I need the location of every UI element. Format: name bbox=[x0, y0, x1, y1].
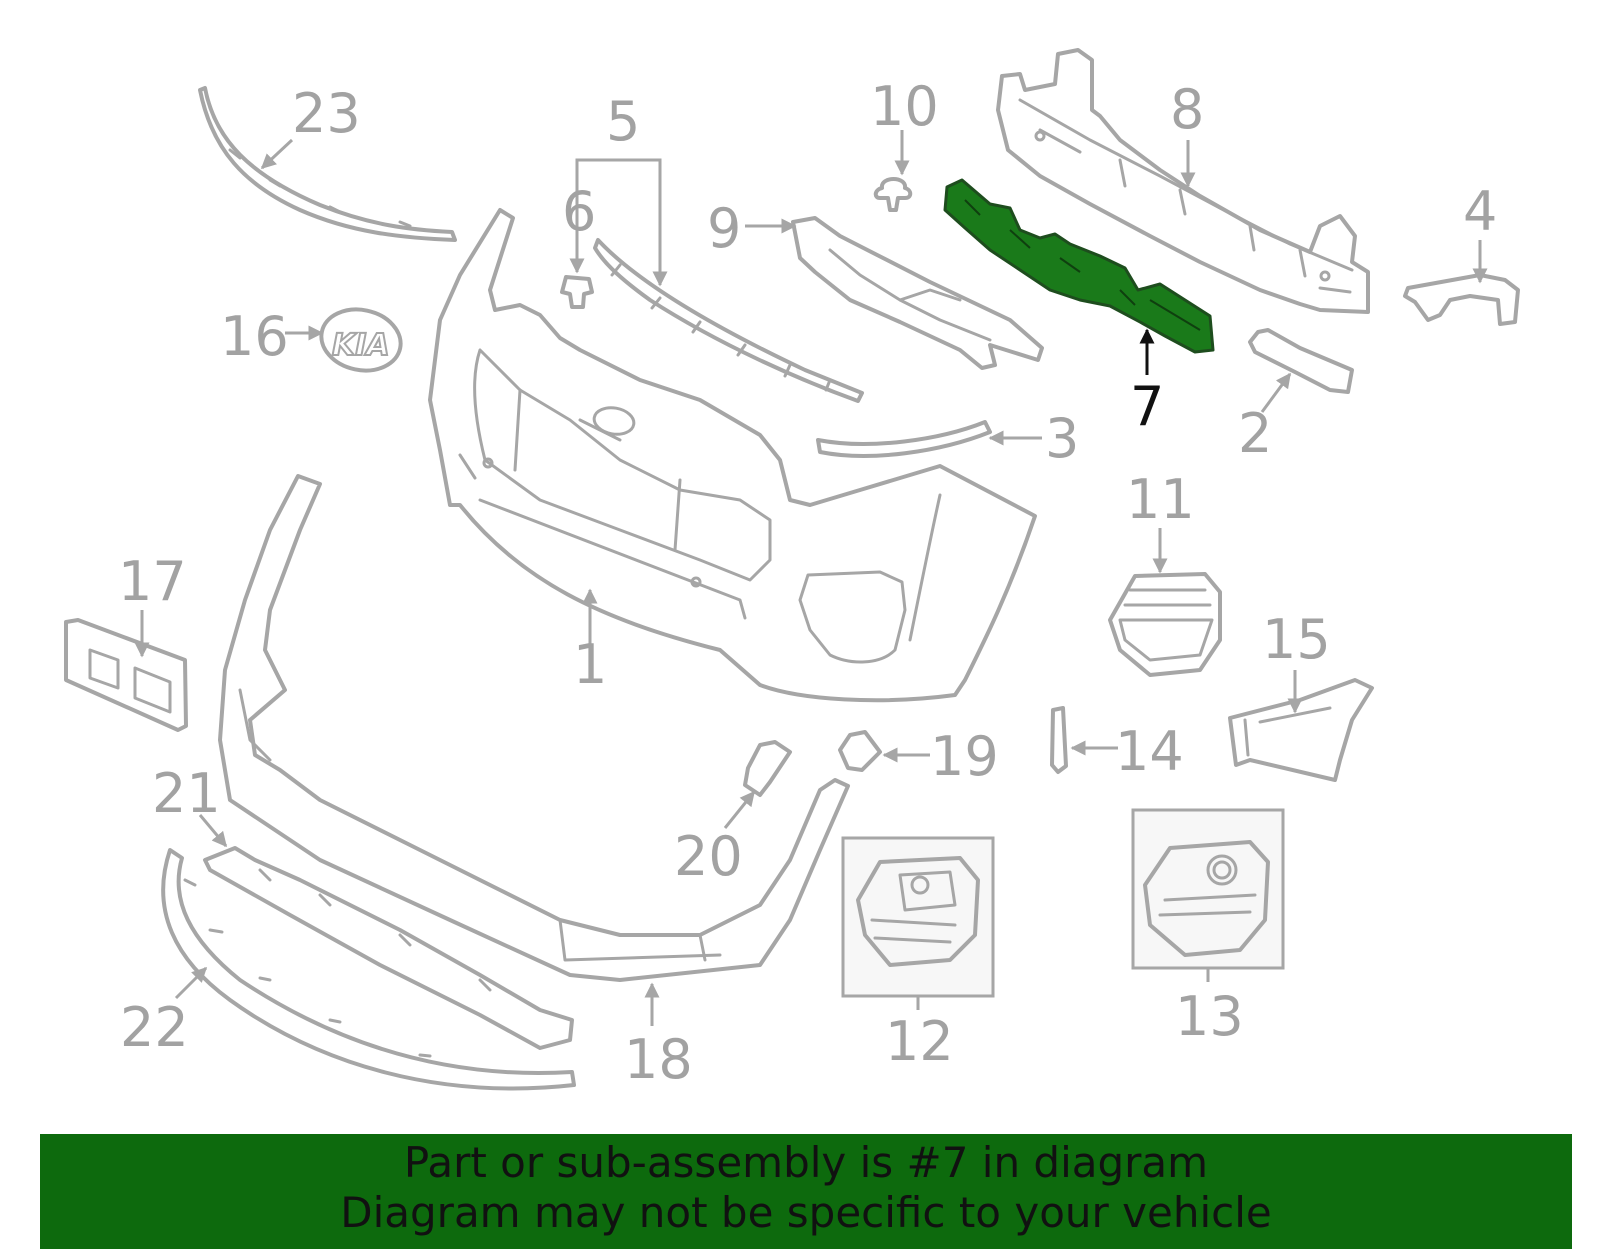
part-11-fog-cover bbox=[1108, 572, 1222, 677]
part-17-license-bracket bbox=[64, 618, 188, 732]
callout-2: 2 bbox=[1238, 402, 1272, 465]
leader-2 bbox=[1260, 372, 1292, 413]
callout-4: 4 bbox=[1463, 180, 1497, 243]
callout-5: 5 bbox=[606, 90, 640, 153]
callout-17: 17 bbox=[118, 550, 187, 613]
callout-9: 9 bbox=[707, 197, 741, 260]
callout-16: 16 bbox=[220, 305, 289, 368]
part-12-fog-lamp bbox=[841, 836, 995, 998]
callout-21: 21 bbox=[152, 762, 221, 825]
part-23-molding-strip bbox=[198, 86, 457, 242]
leader-20 bbox=[723, 790, 756, 829]
part-9-deflector bbox=[791, 216, 1044, 370]
part-22-skid-plate bbox=[161, 848, 576, 1091]
part-13-fog-lamp bbox=[1131, 808, 1285, 970]
part-15-side-bracket bbox=[1228, 678, 1374, 782]
leader-lines bbox=[134, 130, 1488, 1026]
part-16-kia-emblem: KIA bbox=[319, 307, 403, 373]
callout-labels: 1 2 3 4 5 6 7 8 9 10 11 12 13 14 15 16 1… bbox=[118, 75, 1497, 1091]
leader-22 bbox=[174, 966, 208, 1000]
callout-18: 18 bbox=[624, 1028, 693, 1091]
part-7-energy-absorber bbox=[943, 178, 1215, 354]
part-21-lower-strip bbox=[203, 846, 574, 1050]
callout-7: 7 bbox=[1130, 375, 1164, 438]
callout-19: 19 bbox=[930, 725, 999, 788]
part-10-push-pin bbox=[873, 177, 913, 212]
callout-1: 1 bbox=[573, 633, 607, 696]
part-20-bracket bbox=[743, 740, 792, 797]
callout-11: 11 bbox=[1126, 468, 1195, 531]
part-14-bracket bbox=[1050, 706, 1068, 774]
part-1-bumper-cover bbox=[428, 208, 1037, 703]
part-2-bracket bbox=[1248, 328, 1354, 394]
callout-20: 20 bbox=[674, 825, 743, 888]
info-banner: Part or sub-assembly is #7 in diagram Di… bbox=[40, 1134, 1572, 1249]
part-8-reinforcement-beam bbox=[996, 48, 1370, 314]
callout-15: 15 bbox=[1262, 608, 1331, 671]
callout-22: 22 bbox=[120, 996, 189, 1059]
callout-13: 13 bbox=[1175, 985, 1244, 1048]
part-6-clip bbox=[560, 275, 594, 309]
callout-10: 10 bbox=[870, 75, 939, 138]
leader-21 bbox=[198, 814, 228, 848]
leader-23 bbox=[260, 138, 294, 170]
banner-line-part: Part or sub-assembly is #7 in diagram bbox=[403, 1138, 1209, 1187]
callout-3: 3 bbox=[1045, 407, 1079, 470]
callout-6: 6 bbox=[562, 180, 596, 243]
part-3-trim-strip bbox=[816, 420, 992, 458]
callout-12: 12 bbox=[885, 1010, 954, 1073]
banner-line-disclaimer: Diagram may not be specific to your vehi… bbox=[340, 1188, 1272, 1237]
callout-8: 8 bbox=[1170, 78, 1204, 141]
svg-text:KIA: KIA bbox=[332, 328, 390, 363]
leader-5 bbox=[575, 158, 668, 287]
part-4-side-bracket bbox=[1403, 273, 1520, 326]
part-19-clip bbox=[838, 730, 882, 772]
callout-23: 23 bbox=[292, 82, 361, 145]
callout-14: 14 bbox=[1115, 720, 1184, 783]
part-18-lower-cover bbox=[218, 474, 850, 982]
part-5-grille-trim bbox=[593, 238, 864, 403]
